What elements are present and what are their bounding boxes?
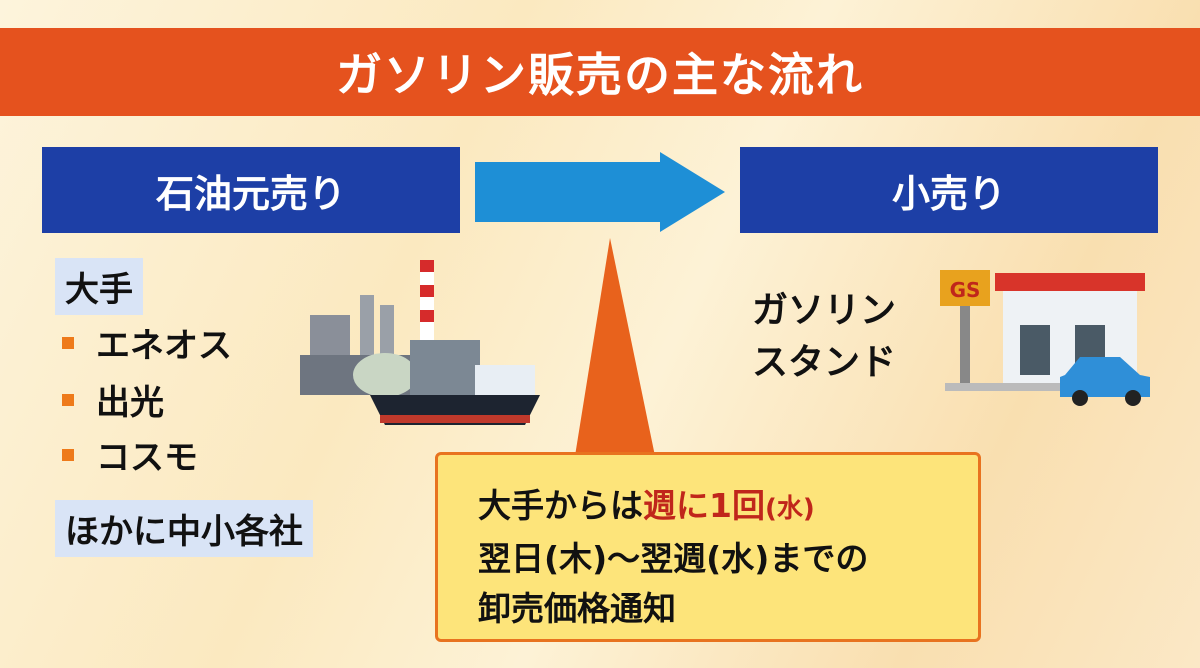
callout-highlight: 週に1回 <box>643 486 765 525</box>
refinery-icon <box>300 260 540 425</box>
gas-station-icon: GS <box>940 270 1150 406</box>
others-tag: ほかに中小各社 <box>55 500 313 557</box>
callout-prefix: 大手からは <box>478 486 643 525</box>
list-item: 出光 <box>62 375 164 424</box>
retail-label: 小売り <box>891 171 1006 216</box>
majors-label: 大手 <box>65 270 133 310</box>
gas-station-label: ガソリンスタンド <box>752 285 896 389</box>
majors-tag: 大手 <box>55 258 143 315</box>
callout-line1: 大手からは週に1回(水) <box>478 481 978 534</box>
list-item: エネオス <box>62 318 232 367</box>
station-line2: スタンド <box>752 342 897 383</box>
wholesale-header: 石油元売り <box>42 147 460 233</box>
company-name: エネオス <box>96 326 232 366</box>
wholesale-label: 石油元売り <box>155 171 346 216</box>
callout-box: 大手からは週に1回(水) 翌日(木)〜翌週(水)までの 卸売価格通知 <box>435 452 981 642</box>
bullet-icon <box>62 393 74 406</box>
callout-day: (水) <box>764 494 815 524</box>
callout-line3: 卸売価格通知 <box>478 589 676 628</box>
callout-line2: 翌日(木)〜翌週(水)までの <box>478 539 869 578</box>
flow-arrow-icon <box>475 152 725 232</box>
page-title: ガソリン販売の主な流れ <box>0 28 1200 116</box>
others-label: ほかに中小各社 <box>65 512 303 552</box>
bullet-icon <box>62 336 74 349</box>
station-line1: ガソリン <box>752 290 897 331</box>
bullet-icon <box>62 448 74 461</box>
company-name: コスモ <box>96 438 198 478</box>
gs-sign-text: GS <box>950 278 981 302</box>
company-name: 出光 <box>96 383 164 423</box>
callout-pointer <box>575 238 655 456</box>
retail-header: 小売り <box>740 147 1158 233</box>
title-text: ガソリン販売の主な流れ <box>336 48 864 102</box>
list-item: コスモ <box>62 430 198 479</box>
